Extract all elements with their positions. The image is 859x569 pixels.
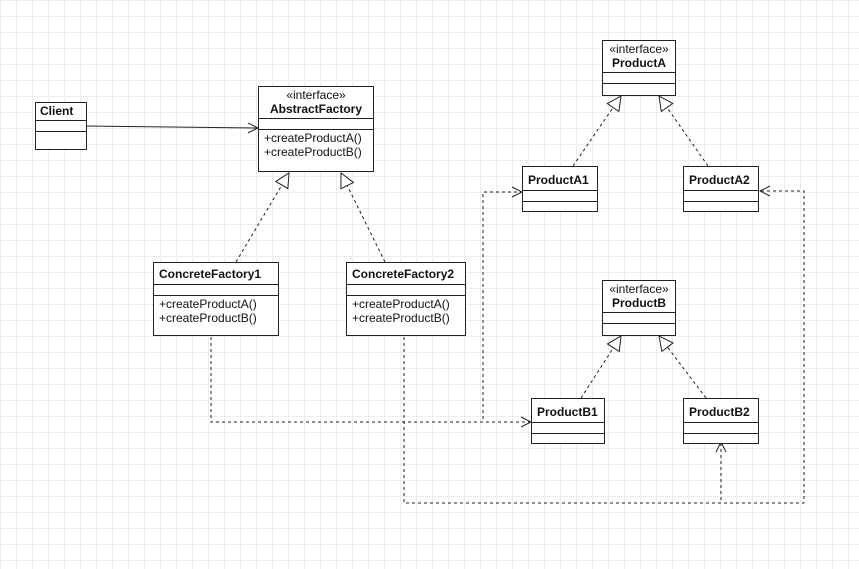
class-header: ConcreteFactory2	[347, 263, 465, 284]
operations-compartment	[603, 83, 675, 93]
operation: +createProductB()	[159, 311, 257, 325]
class-name: ProductB	[612, 296, 666, 310]
attributes-compartment	[154, 284, 278, 295]
class-name: AbstractFactory	[269, 102, 363, 116]
operations-compartment	[523, 201, 597, 211]
attributes-compartment	[684, 190, 758, 201]
class-product-a[interactable]: «interface» ProductA	[602, 40, 676, 96]
class-name: ProductB2	[689, 405, 750, 419]
class-product-b2[interactable]: ProductB2	[683, 398, 759, 444]
operation: +createProductB()	[352, 311, 450, 325]
class-header: ProductB1	[532, 399, 604, 422]
stereotype-label: «interface»	[286, 88, 346, 102]
attributes-compartment	[603, 312, 675, 323]
realization-producta1-producta	[572, 96, 621, 167]
attributes-compartment	[684, 422, 758, 433]
class-header: ProductA2	[684, 167, 758, 190]
operations-compartment: +createProductA() +createProductB()	[347, 295, 465, 327]
dependency-concretefactory2-producta2	[718, 191, 805, 504]
stereotype-label: «interface»	[609, 42, 669, 56]
class-header: ConcreteFactory1	[154, 263, 278, 284]
operations-compartment: +createProductA() +createProductB()	[259, 129, 373, 161]
operations-compartment	[603, 323, 675, 333]
attributes-compartment	[347, 284, 465, 295]
operations-compartment	[36, 131, 86, 142]
class-header: «interface» ProductA	[603, 41, 675, 72]
class-product-a2[interactable]: ProductA2	[683, 166, 759, 212]
class-abstract-factory[interactable]: «interface» AbstractFactory +createProdu…	[258, 86, 374, 172]
association-client-abstractfactory	[85, 126, 258, 128]
realization-concretefactory1-abstractfactory	[235, 173, 289, 263]
class-concrete-factory2[interactable]: ConcreteFactory2 +createProductA() +crea…	[346, 262, 466, 336]
realization-productb2-productb	[659, 336, 707, 399]
class-name: ProductA	[612, 56, 666, 70]
class-name: Client	[40, 104, 74, 118]
attributes-compartment	[259, 118, 373, 129]
class-product-b1[interactable]: ProductB1	[531, 398, 605, 444]
attributes-compartment	[532, 422, 604, 433]
class-client[interactable]: Client	[35, 102, 87, 150]
class-name: ProductA1	[528, 173, 589, 187]
dependency-concretefactory2-productb2	[403, 337, 721, 504]
operations-compartment	[532, 433, 604, 443]
operation: +createProductB()	[264, 145, 362, 159]
stereotype-label: «interface»	[609, 282, 669, 296]
class-header: «interface» ProductB	[603, 281, 675, 312]
class-concrete-factory1[interactable]: ConcreteFactory1 +createProductA() +crea…	[153, 262, 279, 336]
attributes-compartment	[36, 120, 86, 131]
operation: +createProductA()	[264, 131, 362, 145]
class-header: «interface» AbstractFactory	[259, 87, 373, 118]
dependency-concretefactory1-productb1	[210, 337, 531, 422]
attributes-compartment	[603, 72, 675, 83]
class-product-a1[interactable]: ProductA1	[522, 166, 598, 212]
realization-productb1-productb	[580, 336, 621, 399]
class-name: ConcreteFactory1	[159, 267, 262, 281]
realization-producta2-producta	[659, 96, 709, 167]
class-product-b[interactable]: «interface» ProductB	[602, 280, 676, 336]
dependency-concretefactory1-producta1	[480, 192, 522, 423]
operation: +createProductA()	[352, 297, 450, 311]
class-header: Client	[36, 103, 86, 120]
class-name: ConcreteFactory2	[352, 267, 455, 281]
class-header: ProductA1	[523, 167, 597, 190]
class-header: ProductB2	[684, 399, 758, 422]
operations-compartment	[684, 201, 758, 211]
realization-concretefactory2-abstractfactory	[341, 173, 386, 263]
class-name: ProductA2	[689, 173, 750, 187]
class-name: ProductB1	[537, 405, 598, 419]
operations-compartment	[684, 433, 758, 443]
operation: +createProductA()	[159, 297, 257, 311]
attributes-compartment	[523, 190, 597, 201]
operations-compartment: +createProductA() +createProductB()	[154, 295, 278, 327]
